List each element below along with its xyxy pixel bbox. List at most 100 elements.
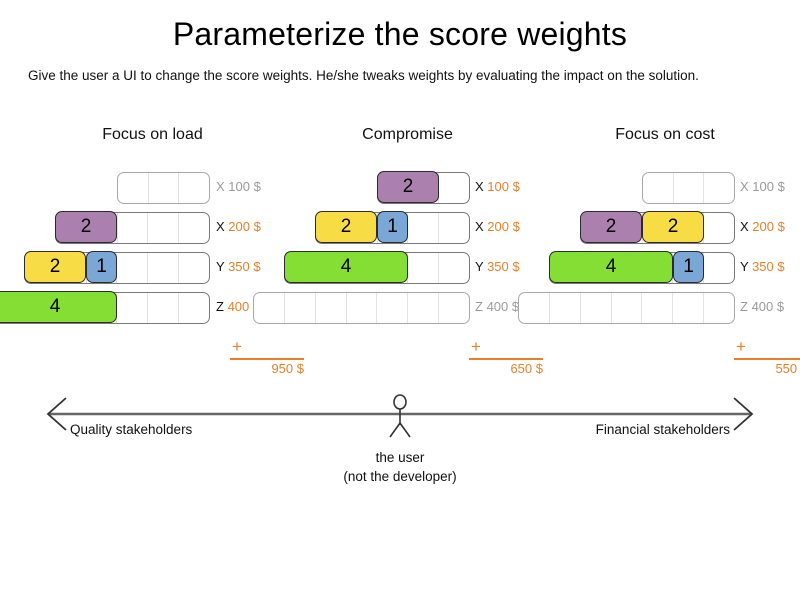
weight-slot[interactable] (704, 173, 734, 203)
weight-slot[interactable] (674, 173, 705, 203)
row-letter: Z (475, 299, 487, 314)
weight-block-green[interactable]: 4 (0, 291, 117, 323)
weight-slot[interactable] (117, 253, 149, 283)
weight-slot[interactable] (704, 213, 734, 243)
weight-slot[interactable] (179, 253, 209, 283)
weight-block-blue[interactable]: 1 (86, 251, 117, 283)
total-rule (230, 358, 304, 360)
weight-slider-track[interactable] (642, 172, 735, 204)
scenario-title: Compromise (362, 126, 453, 143)
weight-slot[interactable] (254, 293, 285, 323)
weight-slot[interactable] (148, 253, 180, 283)
weight-block-purple[interactable]: 2 (580, 211, 642, 243)
weight-slot[interactable] (439, 253, 469, 283)
weight-slot[interactable] (377, 293, 409, 323)
user-caption-line2: (not the developer) (343, 469, 457, 484)
weight-block-blue[interactable]: 1 (377, 211, 408, 243)
total-value: 550 $ (775, 361, 800, 376)
row-cost-label: X 200 $ (475, 219, 520, 234)
row-letter: Y (216, 259, 229, 274)
weight-slot[interactable] (550, 293, 581, 323)
weight-slot[interactable] (408, 213, 440, 243)
total-rule (734, 358, 800, 360)
spectrum-axis-svg (46, 394, 754, 438)
weight-block-blue[interactable]: 1 (673, 251, 704, 283)
row-cost-label: X 200 $ (216, 219, 261, 234)
weight-slot[interactable] (118, 213, 149, 243)
row-cost-label: Y 350 $ (216, 259, 261, 274)
row-cost-value: 200 $ (228, 219, 261, 234)
weight-slot[interactable] (148, 293, 180, 323)
spectrum-label-right: Financial stakeholders (595, 422, 730, 437)
page-title: Parameterize the score weights (172, 16, 628, 52)
weight-slot[interactable] (581, 293, 612, 323)
weight-slot[interactable] (612, 293, 643, 323)
weight-slot[interactable] (179, 293, 209, 323)
weight-block-green[interactable]: 4 (284, 251, 408, 283)
scenario-title: Focus on load (102, 126, 203, 143)
weight-block-yellow[interactable]: 2 (24, 251, 86, 283)
weight-slot[interactable] (439, 173, 469, 203)
weight-slider-row: 4 Z 400 $ (0, 291, 285, 324)
weight-slot[interactable] (519, 293, 550, 323)
weight-block-yellow[interactable]: 2 (315, 211, 377, 243)
weight-slot[interactable] (347, 293, 378, 323)
row-cost-value: 400 $ (227, 299, 261, 314)
weight-block-green[interactable]: 4 (549, 251, 673, 283)
row-cost-label: X 100 $ (216, 179, 261, 194)
row-letter: X (740, 179, 753, 194)
weight-slider-row: Z 400 $ (253, 292, 540, 324)
weight-slot[interactable] (179, 213, 209, 243)
weight-slider-track[interactable] (117, 172, 210, 204)
weight-slot[interactable] (316, 293, 347, 323)
row-letter: Y (475, 259, 488, 274)
user-caption-line1: the user (375, 450, 425, 465)
weight-slot[interactable] (439, 293, 469, 323)
row-letter: Z (216, 299, 228, 314)
weight-slot[interactable] (179, 173, 209, 203)
row-cost-value: 350 $ (752, 259, 785, 274)
weight-slot[interactable] (673, 293, 705, 323)
weight-slot[interactable] (704, 293, 734, 323)
weight-slider-track[interactable] (253, 292, 470, 324)
weight-slider-row: 4 Y 350 $ (275, 251, 540, 284)
row-letter: X (216, 179, 229, 194)
weight-block-purple[interactable]: 2 (377, 171, 439, 203)
total-rule (469, 358, 543, 360)
total-plus-sign: + (736, 337, 746, 356)
weight-slot[interactable] (408, 253, 440, 283)
row-cost-label: X 200 $ (740, 219, 785, 234)
weight-slot[interactable] (117, 293, 149, 323)
weight-slot[interactable] (285, 293, 316, 323)
stakeholder-spectrum: Quality stakeholders Financial stakehold… (0, 392, 800, 512)
weight-block-purple[interactable]: 2 (55, 211, 117, 243)
row-cost-value: 350 $ (228, 259, 261, 274)
weight-slot[interactable] (704, 253, 734, 283)
weight-slider-track[interactable] (518, 292, 735, 324)
weight-slot[interactable] (87, 213, 118, 243)
weight-block-yellow[interactable]: 2 (642, 211, 704, 243)
row-cost-label: Z 400 $ (216, 299, 260, 314)
total-value: 650 $ (510, 361, 543, 376)
weight-slot[interactable] (643, 173, 674, 203)
row-letter: Y (740, 259, 753, 274)
scenario-title: Focus on cost (615, 126, 715, 143)
weight-slot[interactable] (118, 173, 149, 203)
row-cost-value: 200 $ (487, 219, 520, 234)
weight-slot[interactable] (642, 293, 674, 323)
weight-slot[interactable] (439, 213, 469, 243)
row-cost-value: 400 $ (751, 299, 785, 314)
row-cost-label: X 100 $ (475, 179, 520, 194)
row-letter: X (740, 219, 753, 234)
weight-slot[interactable] (408, 293, 440, 323)
weight-slot[interactable] (149, 173, 180, 203)
row-cost-value: 100 $ (228, 179, 261, 194)
weight-slot[interactable] (148, 213, 180, 243)
weight-slider-row: 2 X 200 $ (20, 211, 285, 244)
row-cost-label: Z 400 $ (475, 299, 519, 314)
row-cost-label: Y 350 $ (475, 259, 520, 274)
row-letter: X (475, 219, 488, 234)
